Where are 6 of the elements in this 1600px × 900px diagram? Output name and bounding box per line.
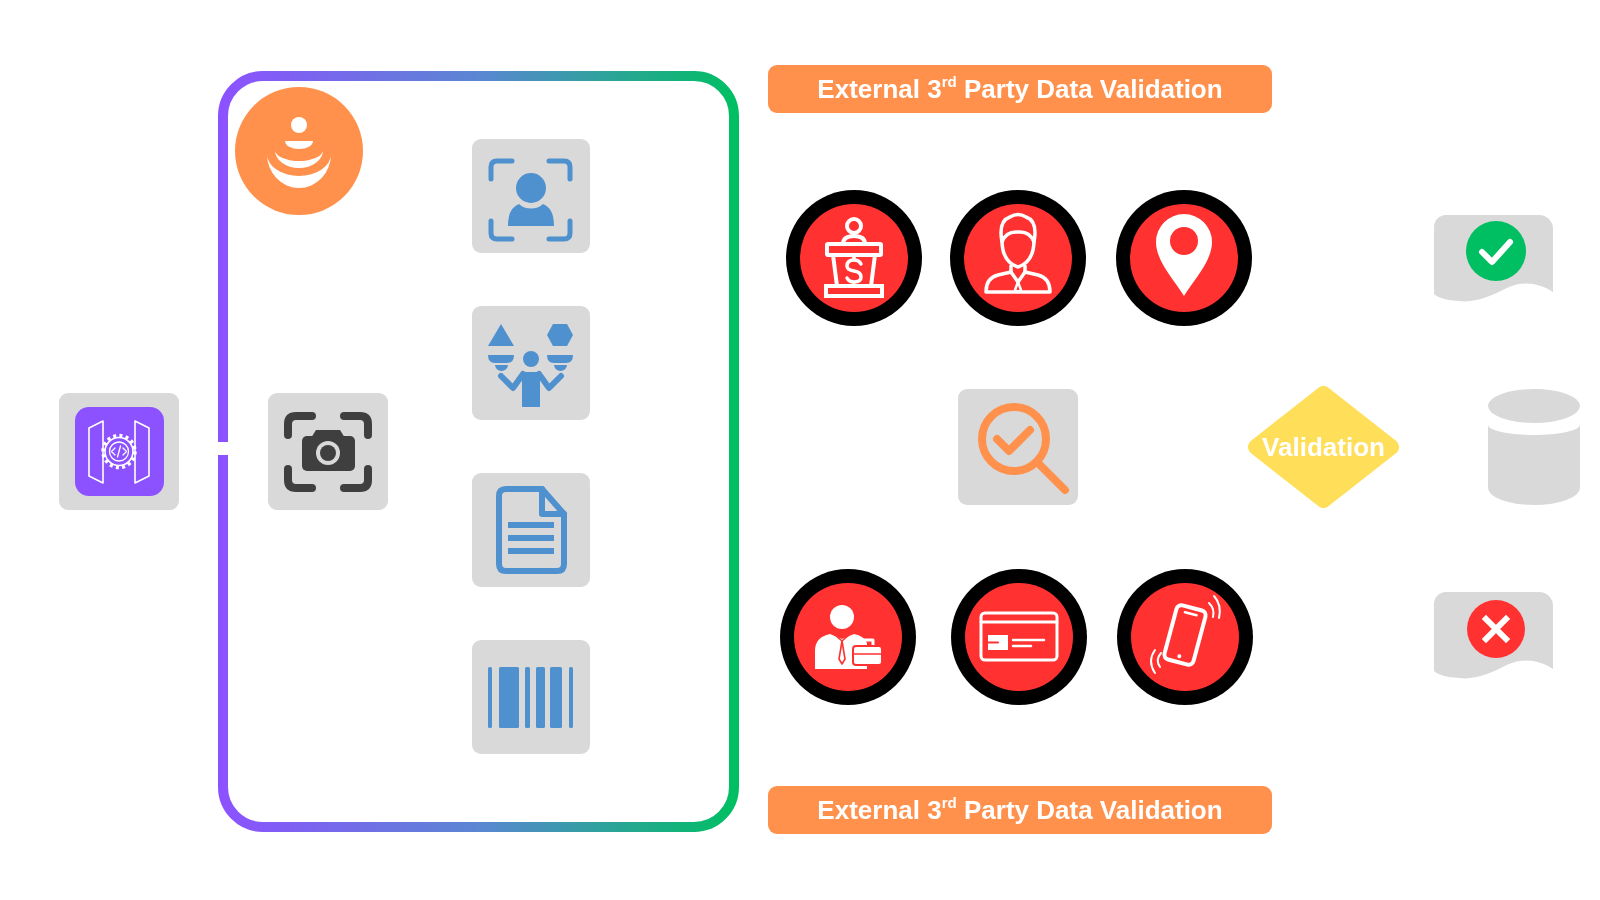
header-banner: [768, 65, 1272, 113]
banner-text: External 3$^{rd}$ Party Data Validation: [817, 795, 1223, 825]
header-banner: [768, 786, 1272, 834]
banner-text: External 3$^{rd}$ Party Data Validation: [817, 74, 1223, 104]
diamond-label: Validation: [1262, 432, 1385, 462]
decision-diamond: [1248, 386, 1399, 508]
